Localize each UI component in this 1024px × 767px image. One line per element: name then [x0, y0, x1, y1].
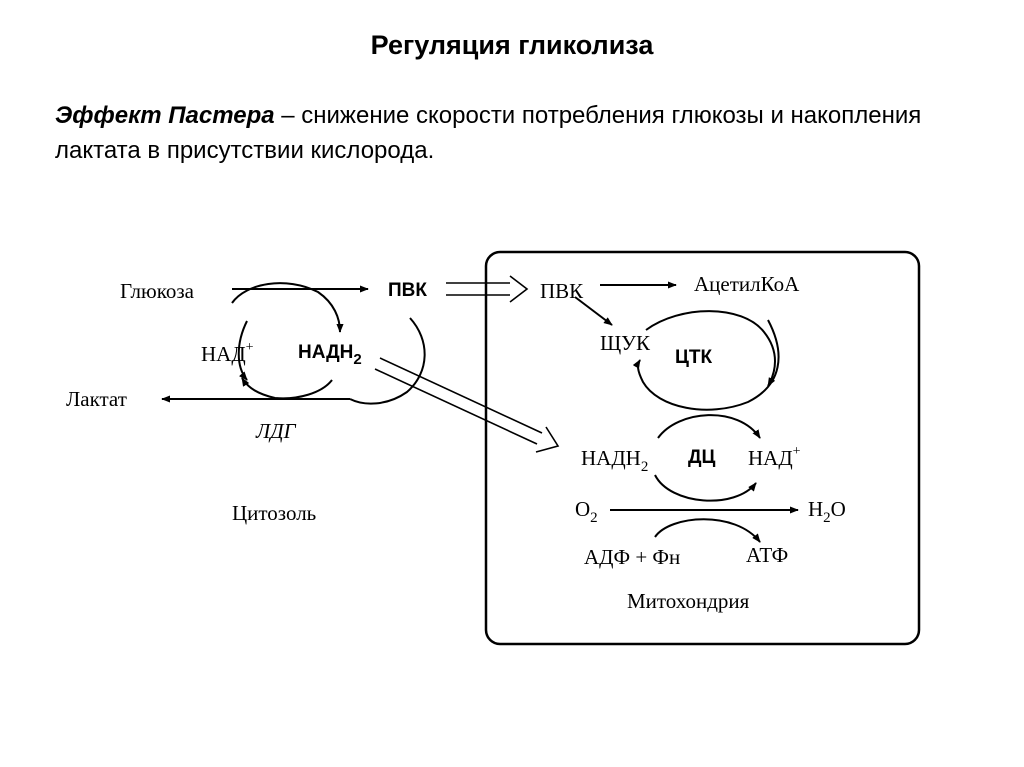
arc-tca-left-lower [632, 319, 780, 411]
arc-pyruvate-to-nadh-left [231, 282, 344, 333]
pyruvate-transport-arrow [446, 275, 529, 303]
atp-label: АТФ [746, 543, 788, 567]
tca-label: ЦТК [675, 347, 712, 368]
respiratory-chain-label: ДЦ [688, 447, 716, 468]
cytosol-group: Глюкоза ПВК НАД+ НАДН2 Лактат ЛДГ Цитозо… [66, 279, 427, 525]
mito-nad-sup: + [793, 444, 801, 459]
mito-pyruvate-label: ПВК [540, 279, 584, 303]
mito-nadh-sub: 2 [641, 459, 649, 475]
mito-nad-text: НАД [748, 446, 793, 470]
mitochondrion-box [484, 250, 921, 646]
definition-paragraph: Эффект Пастера – снижение скорости потре… [55, 98, 985, 168]
arrow-pyruvate-to-oxaloacetate [574, 296, 613, 326]
h2o-h: H [808, 497, 823, 521]
definition-text: – снижение скорости потребления глюкозы … [55, 102, 922, 164]
arc-tca-right [645, 310, 776, 387]
arc-atp-synthesis [654, 518, 761, 543]
mitochondrion-compartment-label: Митохондрия [627, 589, 750, 613]
cytosol-nadh-label: НАДН2 [298, 342, 362, 368]
h2o-label: H2O [808, 497, 846, 526]
o2-sub: 2 [590, 510, 598, 526]
cytosol-pyruvate-label: ПВК [388, 280, 427, 301]
mitochondrion-group: ПВК АцетилКоА ЩУК ЦТК НАДН2 ДЦ НАД+ O2 H… [540, 272, 846, 613]
mito-nad-label: НАД+ [748, 444, 801, 470]
mito-nadh-text: НАДН [581, 446, 641, 470]
lactate-label: Лактат [66, 387, 127, 411]
cytosol-nad-text: НАД [201, 342, 246, 366]
arc-nadh-transfer-top [657, 414, 761, 439]
h2o-o: O [831, 497, 846, 521]
ldh-label: ЛДГ [255, 419, 297, 443]
cytosol-compartment-label: Цитозоль [232, 501, 316, 525]
cytosol-nad-label: НАД+ [201, 340, 254, 366]
h2o-sub: 2 [823, 510, 831, 526]
acetylcoa-label: АцетилКоА [694, 272, 800, 296]
definition-term: Эффект Пастера [55, 102, 275, 129]
cytosol-nadh-sub: 2 [353, 351, 361, 368]
page-title: Регуляция гликолиза [370, 30, 654, 60]
glucose-label: Глюкоза [120, 279, 195, 303]
arc-nad-to-nadh-down [237, 320, 248, 381]
o2-text: O [575, 497, 590, 521]
mito-nadh-label: НАДН2 [581, 446, 648, 475]
arc-etc-lower [654, 474, 757, 502]
nadh-transport-arrow [374, 357, 560, 453]
arc-nadh-down [241, 377, 333, 400]
cytosol-nadh-text: НАДН [298, 342, 353, 363]
o2-label: O2 [575, 497, 598, 526]
oxaloacetate-label: ЩУК [600, 331, 651, 355]
adp-pi-label: АДФ + Фн [584, 545, 680, 569]
cytosol-nad-sup: + [246, 340, 254, 355]
arc-nadh-return [349, 317, 426, 405]
